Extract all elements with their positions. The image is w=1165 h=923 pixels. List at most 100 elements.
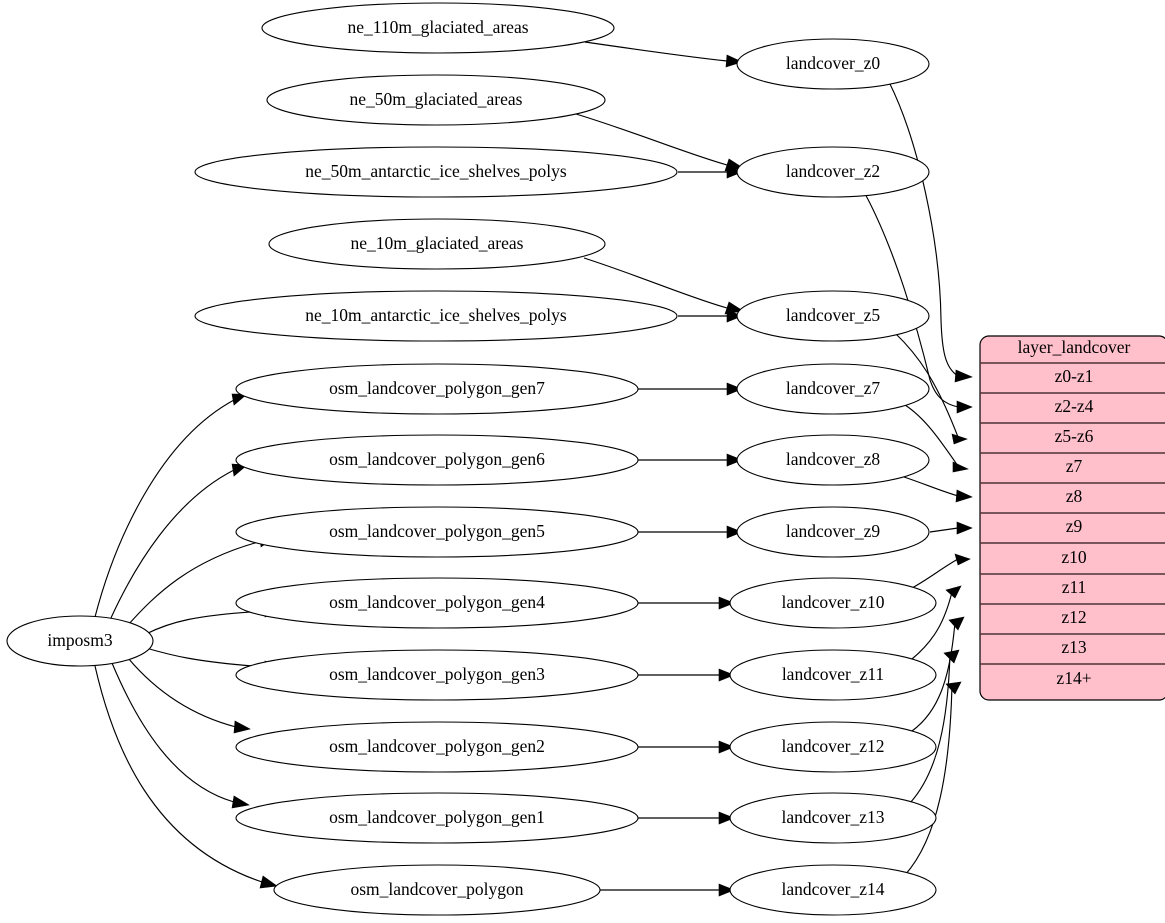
node-label: landcover_z9 <box>786 521 881 541</box>
node-osm-landcover-polygon-gen2[interactable]: osm_landcover_polygon_gen2 <box>235 721 639 773</box>
table-row-label: z5-z6 <box>1055 426 1094 446</box>
table-row[interactable]: z2-z4 <box>980 396 1165 424</box>
edge-landcover-z12-to-row-z12 <box>911 616 965 732</box>
table-row-label: z14+ <box>1056 668 1091 688</box>
table-row-label: z12 <box>1061 607 1086 627</box>
table-header: layer_landcover <box>980 337 1165 364</box>
node-landcover-z11[interactable]: landcover_z11 <box>729 649 937 701</box>
node-label: osm_landcover_polygon_gen7 <box>329 378 545 398</box>
node-landcover-z12[interactable]: landcover_z12 <box>729 721 937 773</box>
table-row-label: z0-z1 <box>1055 366 1094 386</box>
node-landcover-z14[interactable]: landcover_z14 <box>729 864 937 916</box>
edge-landcover-z10-to-row-z10 <box>911 553 971 589</box>
edge-osm-gen1-to-landcover-z13 <box>638 811 735 825</box>
edge-landcover-z5-to-row-z5z6 <box>894 332 968 445</box>
edge-landcover-z7-to-row-z7 <box>904 404 969 473</box>
edge-ne10m-iceshelves-to-landcover-z5 <box>678 309 743 323</box>
node-label: osm_landcover_polygon_gen5 <box>329 521 545 541</box>
edge-ne110m-to-landcover-z0 <box>584 41 743 68</box>
node-landcover-z13[interactable]: landcover_z13 <box>729 792 937 844</box>
table-row[interactable]: z11 <box>980 577 1165 605</box>
node-label: landcover_z7 <box>786 378 881 398</box>
table-row[interactable]: z9 <box>980 516 1165 544</box>
node-label: ne_10m_glaciated_areas <box>351 233 524 253</box>
node-label: osm_landcover_polygon_gen3 <box>329 664 545 684</box>
edge-landcover-z8-to-row-z8 <box>903 476 973 503</box>
edge-landcover-z9-to-row-z9 <box>929 521 973 535</box>
node-label: ne_110m_glaciated_areas <box>347 17 528 37</box>
node-osm-landcover-polygon-gen4[interactable]: osm_landcover_polygon_gen4 <box>235 577 639 629</box>
edge-osm-gen7-to-landcover-z7 <box>638 382 743 396</box>
table-row[interactable]: z12 <box>980 607 1165 635</box>
edge-landcover-z11-to-row-z11 <box>911 585 962 660</box>
edge-osm-gen2-to-landcover-z12 <box>638 740 735 754</box>
node-osm-landcover-polygon-gen3[interactable]: osm_landcover_polygon_gen3 <box>235 649 639 701</box>
node-ne-10m-glaciated-areas[interactable]: ne_10m_glaciated_areas <box>268 218 606 270</box>
table-row-label: z8 <box>1066 486 1083 506</box>
node-label: landcover_z13 <box>781 807 884 827</box>
table-row-label: z13 <box>1061 637 1087 657</box>
edge-landcover-z2-to-row-z2z4 <box>862 189 973 414</box>
edge-ne50m-iceshelves-to-landcover-z2 <box>678 165 743 179</box>
edge-landcover-z13-to-row-z13 <box>909 649 960 804</box>
edge-imposm3-to-osm-gen6 <box>109 463 248 621</box>
edge-osm-gen6-to-landcover-z8 <box>638 453 743 467</box>
node-ne-50m-glaciated-areas[interactable]: ne_50m_glaciated_areas <box>266 74 606 126</box>
table-row-label: z9 <box>1066 516 1083 536</box>
table-row[interactable]: z5-z6 <box>980 426 1165 454</box>
node-label: osm_landcover_polygon_gen6 <box>329 449 545 469</box>
node-label: osm_landcover_polygon_gen1 <box>329 807 545 827</box>
node-landcover-z9[interactable]: landcover_z9 <box>736 506 930 558</box>
table-row[interactable]: z14+ <box>1056 668 1091 688</box>
node-label: osm_landcover_polygon_gen2 <box>329 736 545 756</box>
node-osm-landcover-polygon-gen6[interactable]: osm_landcover_polygon_gen6 <box>235 434 639 486</box>
node-label: landcover_z11 <box>782 664 884 684</box>
node-osm-landcover-polygon-gen1[interactable]: osm_landcover_polygon_gen1 <box>235 792 639 844</box>
table-row[interactable]: z10 <box>980 547 1165 575</box>
node-label: osm_landcover_polygon_gen4 <box>329 592 545 612</box>
node-osm-landcover-polygon-gen5[interactable]: osm_landcover_polygon_gen5 <box>235 506 639 558</box>
table-row[interactable]: z8 <box>980 486 1165 514</box>
node-label: osm_landcover_polygon <box>350 879 523 899</box>
node-label: landcover_z8 <box>786 449 881 469</box>
node-osm-landcover-polygon[interactable]: osm_landcover_polygon <box>273 864 601 916</box>
node-landcover-z5[interactable]: landcover_z5 <box>736 290 930 342</box>
node-label: ne_10m_antarctic_ice_shelves_polys <box>305 305 567 325</box>
edge-imposm3-to-osm-gen1 <box>111 662 250 809</box>
table-header-label: layer_landcover <box>1018 337 1131 357</box>
node-imposm3[interactable]: imposm3 <box>6 615 154 667</box>
node-label: landcover_z5 <box>786 305 881 325</box>
edge-osm-gen3-to-landcover-z11 <box>638 668 735 682</box>
table-row[interactable]: z0-z1 <box>980 366 1165 394</box>
node-osm-landcover-polygon-gen7[interactable]: osm_landcover_polygon_gen7 <box>235 363 639 415</box>
node-landcover-z0[interactable]: landcover_z0 <box>736 38 930 90</box>
node-ne-110m-glaciated-areas[interactable]: ne_110m_glaciated_areas <box>261 2 615 54</box>
edge-osm-gen5-to-landcover-z9 <box>638 525 743 539</box>
edge-imposm3-to-osm-polygon <box>94 665 278 889</box>
table-row-label: z10 <box>1061 547 1087 567</box>
node-ne-50m-antarctic-ice-shelves-polys[interactable]: ne_50m_antarctic_ice_shelves_polys <box>194 146 678 198</box>
node-label: landcover_z12 <box>781 736 884 756</box>
node-ne-10m-antarctic-ice-shelves-polys[interactable]: ne_10m_antarctic_ice_shelves_polys <box>194 290 678 342</box>
edge-landcover-z14-to-row-z14plus <box>904 681 962 876</box>
edge-osm-gen4-to-landcover-z10 <box>638 596 735 610</box>
edge-landcover-z0-to-row-z0z1 <box>888 81 973 383</box>
node-label: landcover_z2 <box>786 161 880 181</box>
node-label: imposm3 <box>47 630 112 650</box>
edge-osm-polygon-to-landcover-z14 <box>600 883 735 897</box>
table-row-label: z11 <box>1062 577 1087 597</box>
table-row[interactable]: z13 <box>980 637 1165 665</box>
table-row[interactable]: z7 <box>980 456 1165 484</box>
node-label: ne_50m_glaciated_areas <box>350 89 523 109</box>
node-landcover-z2[interactable]: landcover_z2 <box>736 146 930 198</box>
node-label: landcover_z0 <box>786 53 881 73</box>
node-label: landcover_z10 <box>781 592 884 612</box>
node-landcover-z7[interactable]: landcover_z7 <box>736 363 930 415</box>
node-label: landcover_z14 <box>781 879 884 899</box>
edge-imposm3-to-osm-gen2 <box>127 657 251 734</box>
node-landcover-z10[interactable]: landcover_z10 <box>729 577 937 629</box>
layer-landcover-table[interactable]: layer_landcover z0-z1 z2-z4 z5-z6 z7 <box>979 335 1165 701</box>
node-landcover-z8[interactable]: landcover_z8 <box>736 434 930 486</box>
